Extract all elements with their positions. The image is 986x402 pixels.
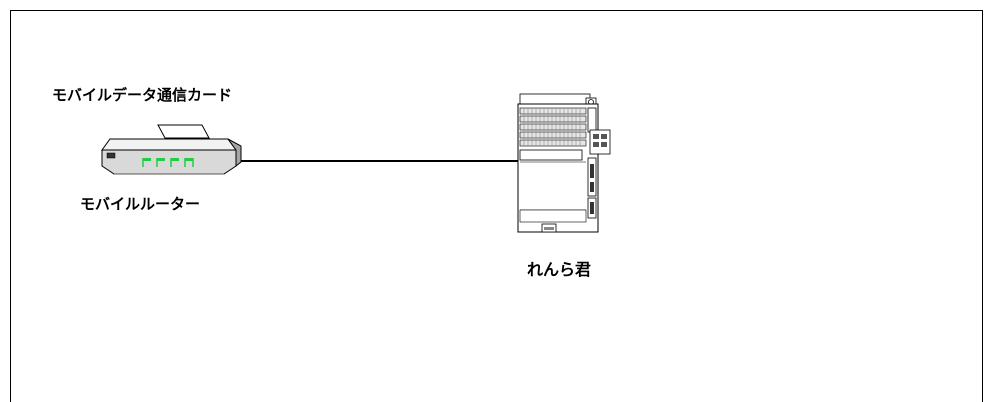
mobile-data-card-label: モバイルデータ通信カード	[52, 86, 233, 104]
port-icon	[106, 152, 116, 159]
connection-line	[241, 160, 520, 162]
card-slot	[519, 149, 583, 161]
terminal-rows	[519, 107, 587, 147]
plc-unit-icon	[517, 93, 611, 233]
router-icon	[101, 124, 242, 175]
data-card-shape	[157, 124, 210, 139]
mobile-router-label: モバイルルーター	[80, 195, 201, 213]
diagram-frame	[10, 10, 983, 402]
renra-label: れんら君	[527, 260, 592, 279]
led-indicators	[142, 158, 194, 167]
